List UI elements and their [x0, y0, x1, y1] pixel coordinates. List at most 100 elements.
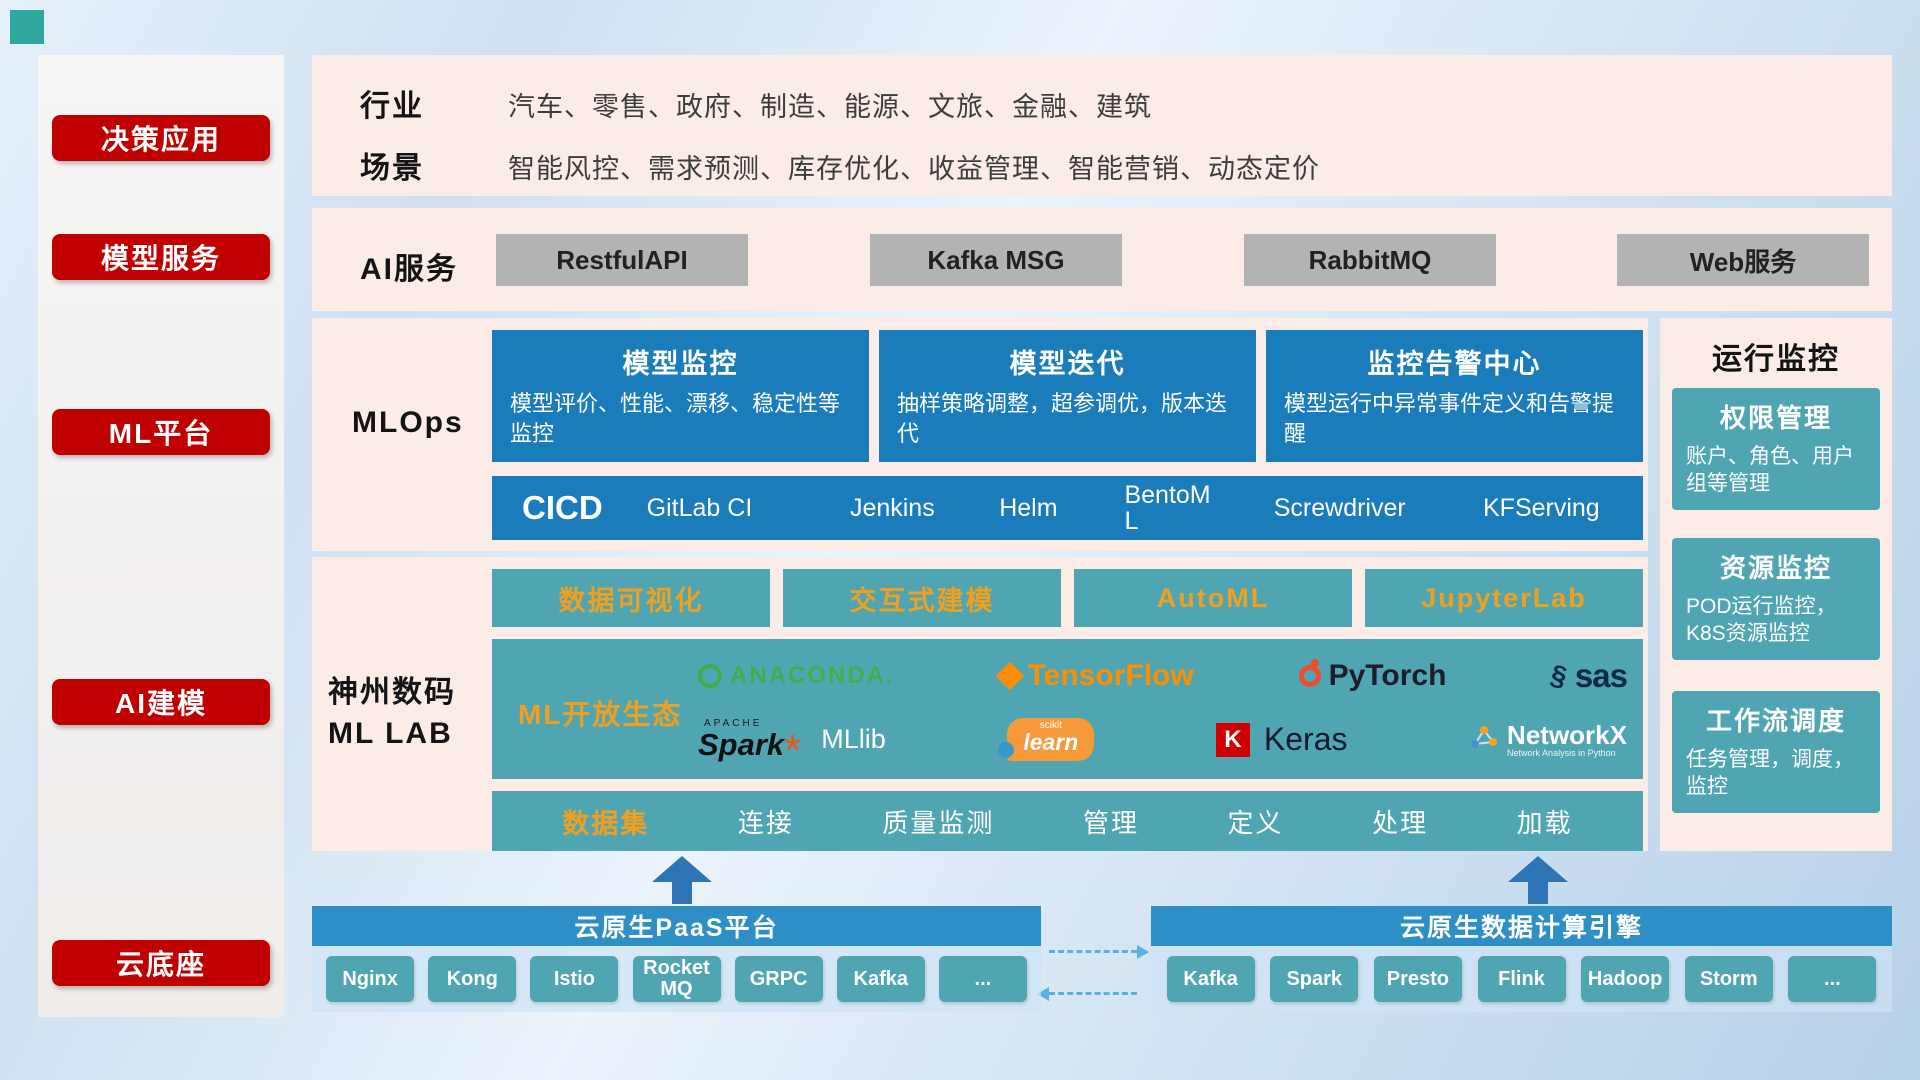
card-desc: 任务管理，调度，监控	[1686, 748, 1854, 799]
pytorch-icon	[1298, 658, 1321, 687]
paas-kong: Kong	[428, 956, 517, 1002]
corner-decoration	[10, 10, 44, 44]
paas-nginx: Nginx	[326, 956, 415, 1002]
dataset-label: 数据集	[562, 808, 650, 839]
networkx-icon	[1469, 722, 1499, 757]
card-model-iteration: 模型迭代 抽样策略调整，超参调优，版本迭代	[879, 330, 1256, 462]
dataset-quality: 质量监测	[882, 807, 995, 838]
cicd-helm: Helm	[999, 493, 1058, 522]
service-restfulapi: RestfulAPI	[496, 234, 748, 286]
sidebar-item-decision-app: 决策应用	[52, 115, 270, 161]
service-web: Web服务	[1617, 234, 1869, 286]
ml-ecosystem-box: ML开放生态 ANACONDA. TensorFlow PyTorch	[492, 639, 1643, 779]
engine-kafka: Kafka	[1166, 956, 1255, 1002]
engine-spark: Spark	[1270, 956, 1359, 1002]
mlops-label: MLOps	[352, 406, 464, 439]
card-desc: 账户、角色、用户组等管理	[1686, 445, 1854, 496]
sidebar-item-cloud-base: 云底座	[52, 940, 270, 986]
cicd-bentoml: BentoML	[1124, 480, 1211, 535]
networkx-label: NetworkX	[1507, 719, 1627, 750]
spark-label: Spark	[698, 727, 785, 763]
dataset-connect: 连接	[737, 807, 794, 838]
runtime-monitoring-panel: 运行监控 权限管理 账户、角色、用户组等管理 资源监控 POD运行监控，K8S资…	[1660, 318, 1892, 851]
card-desc: 抽样策略调整，超参调优，版本迭代	[897, 391, 1228, 446]
card-model-monitoring: 模型监控 模型评价、性能、漂移、稳定性等监控	[492, 330, 869, 462]
paas-items-band: Nginx Kong Istio RocketMQ GRPC Kafka ...	[312, 946, 1041, 1012]
tensorflow-logo: TensorFlow	[995, 659, 1194, 693]
dashed-arrow-left	[1037, 987, 1137, 1001]
scene-label: 场景	[360, 152, 424, 185]
cicd-jenkins: Jenkins	[849, 493, 935, 522]
cicd-kfserving: KFServing	[1483, 493, 1600, 522]
spark-apache-label: APACHE	[704, 718, 763, 730]
engine-items-band: Kafka Spark Presto Flink Hadoop Storm ..…	[1151, 946, 1892, 1012]
networkx-subtitle: Network Analysis in Python	[1507, 748, 1616, 759]
engine-storm: Storm	[1684, 956, 1773, 1002]
mllab-label-line2: ML LAB	[328, 716, 453, 750]
card-title: 模型监控	[622, 349, 739, 379]
scikit-learn-label: learn	[1023, 729, 1079, 756]
keras-icon: K	[1215, 722, 1250, 757]
tool-interactive-modeling: 交互式建模	[783, 569, 1061, 627]
tool-jupyterlab: JupyterLab	[1365, 569, 1643, 627]
anaconda-icon	[698, 663, 722, 688]
ecosystem-row-2: APACHE Spark MLlib scikit learn	[698, 718, 1627, 762]
sidebar-item-ml-platform: ML平台	[52, 409, 270, 455]
paas-kafka: Kafka	[836, 956, 925, 1002]
card-desc: 模型评价、性能、漂移、稳定性等监控	[510, 391, 841, 446]
engine-flink: Flink	[1477, 956, 1566, 1002]
dataset-define: 定义	[1227, 807, 1284, 838]
paas-title-bar: 云原生PaaS平台	[312, 906, 1041, 946]
mllib-label: MLlib	[821, 724, 886, 755]
industry-values: 汽车、零售、政府、制造、能源、文旅、金融、建筑	[508, 92, 1152, 122]
scene-values: 智能风控、需求预测、库存优化、收益管理、智能营销、动态定价	[508, 154, 1320, 184]
card-workflow-scheduling: 工作流调度 任务管理，调度，监控	[1672, 691, 1880, 813]
networkx-logo: NetworkX Network Analysis in Python	[1469, 719, 1627, 759]
ml-ecosystem-label: ML开放生态	[518, 699, 683, 730]
pytorch-logo: PyTorch	[1298, 658, 1447, 693]
anaconda-label: ANACONDA.	[730, 661, 895, 689]
spark-star-icon	[784, 741, 801, 759]
ml-ecosystem-logos: ANACONDA. TensorFlow PyTorch sas	[698, 645, 1628, 773]
pytorch-label: PyTorch	[1328, 658, 1447, 692]
cicd-title: CICD	[522, 489, 603, 526]
spark-main: Spark	[698, 729, 801, 760]
mllab-label-line1: 神州数码	[328, 676, 456, 709]
card-permission-management: 权限管理 账户、角色、用户组等管理	[1672, 388, 1880, 510]
engine-presto: Presto	[1373, 956, 1462, 1002]
scikit-learn-logo: scikit learn	[998, 718, 1095, 762]
sas-label: sas	[1574, 656, 1628, 694]
scikit-learn-icon: scikit learn	[998, 718, 1095, 762]
mllab-label: 神州数码 ML LAB	[328, 673, 496, 754]
industry-label: 行业	[360, 90, 424, 123]
up-arrow-paas	[652, 856, 712, 904]
paas-rocketmq: RocketMQ	[632, 956, 721, 1002]
card-title: 监控告警中心	[1367, 349, 1542, 379]
dataset-load: 加载	[1516, 807, 1573, 838]
networkx-texts: NetworkX Network Analysis in Python	[1507, 719, 1627, 759]
cicd-bar: CICD GitLab CI Jenkins Helm BentoML Scre…	[492, 476, 1643, 540]
sidebar-item-model-service: 模型服务	[52, 234, 270, 280]
dataset-row: 数据集 连接 质量监测 管理 定义 处理 加载	[492, 791, 1643, 851]
runtime-monitoring-title: 运行监控	[1712, 343, 1840, 376]
keras-initial: K	[1224, 725, 1242, 753]
paas-istio: Istio	[530, 956, 619, 1002]
card-title: 资源监控	[1719, 553, 1832, 583]
card-title: 工作流调度	[1705, 706, 1846, 736]
card-desc: POD运行监控，K8S资源监控	[1686, 595, 1837, 646]
dataset-manage: 管理	[1082, 807, 1139, 838]
spark-wordmark: APACHE Spark	[698, 718, 801, 761]
sas-icon	[1551, 660, 1567, 692]
cicd-screwdriver: Screwdriver	[1273, 493, 1406, 522]
tool-data-visualization: 数据可视化	[492, 569, 770, 627]
ai-service-label: AI服务	[360, 253, 458, 286]
anaconda-logo: ANACONDA.	[698, 662, 895, 690]
mlops-panel: MLOps 模型监控 模型评价、性能、漂移、稳定性等监控 模型迭代 抽样策略调整…	[312, 318, 1648, 551]
sidebar-item-ai-modeling: AI建模	[52, 679, 270, 725]
engine-more: ...	[1788, 956, 1877, 1002]
card-desc: 模型运行中异常事件定义和告警提醒	[1284, 391, 1615, 446]
card-alert-center: 监控告警中心 模型运行中异常事件定义和告警提醒	[1266, 330, 1643, 462]
card-resource-monitoring: 资源监控 POD运行监控，K8S资源监控	[1672, 538, 1880, 660]
engine-title-bar: 云原生数据计算引擎	[1151, 906, 1892, 946]
sas-logo: sas	[1551, 656, 1628, 695]
